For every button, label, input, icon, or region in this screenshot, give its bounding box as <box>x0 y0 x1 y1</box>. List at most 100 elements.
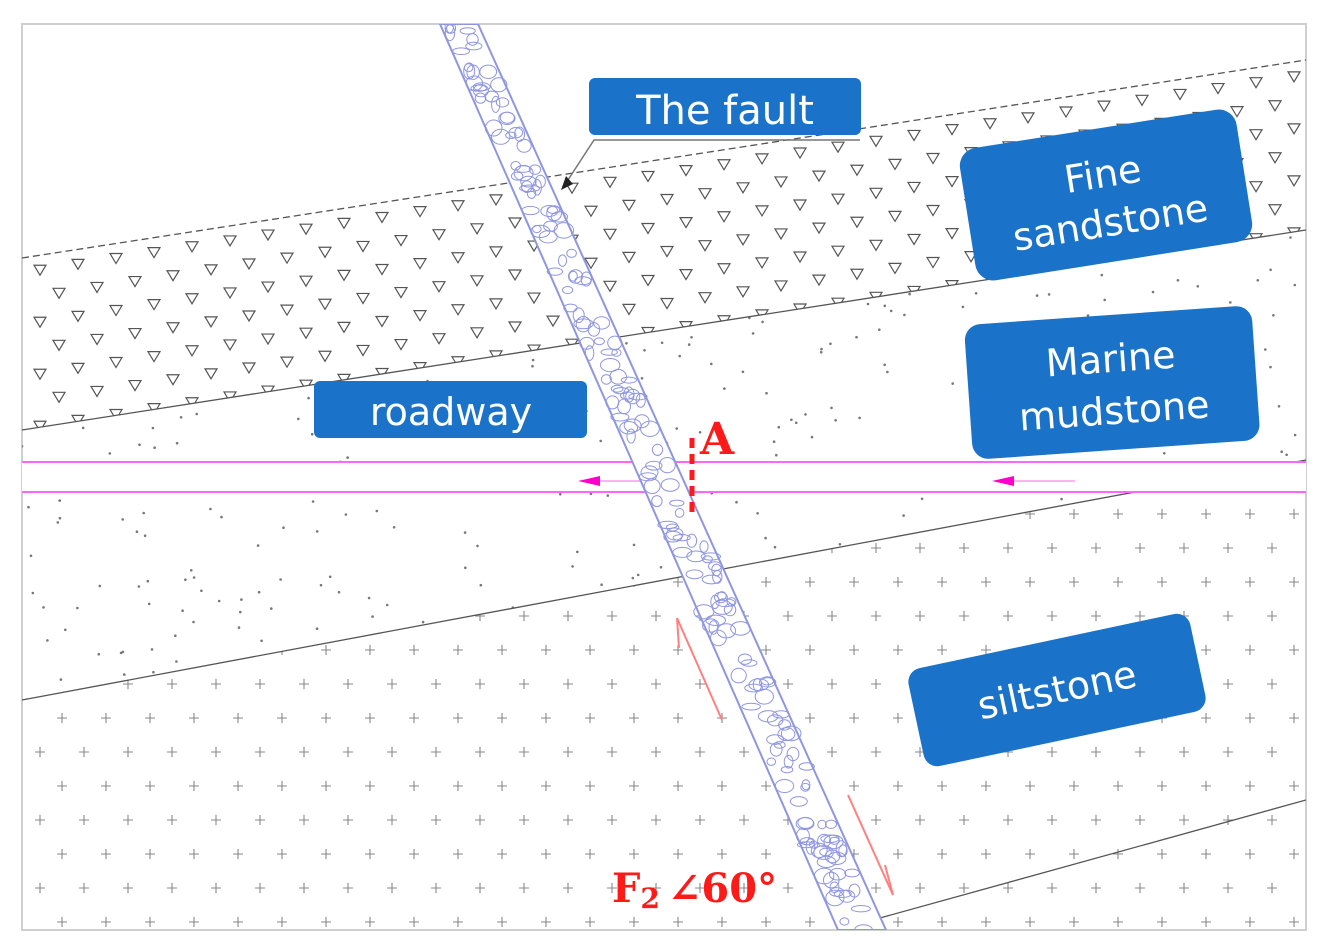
sandstone-triangle-symbol <box>887 210 903 223</box>
mudstone-dot-symbol <box>625 342 628 345</box>
siltstone-cross-symbol <box>475 883 485 893</box>
sandstone-triangle-symbol <box>1286 71 1302 84</box>
sandstone-triangle-symbol <box>640 170 656 183</box>
mudstone-dot-symbol <box>794 421 798 425</box>
sandstone-triangle-symbol <box>1172 88 1188 101</box>
siltstone-cross-symbol <box>1223 815 1233 825</box>
siltstone-cross-symbol <box>387 815 397 825</box>
siltstone-cross-symbol <box>849 781 859 791</box>
fault-breccia-fragment <box>579 336 595 350</box>
mudstone-dot-symbol <box>920 497 924 501</box>
mudstone-dot-symbol <box>217 599 221 603</box>
sandstone-triangle-symbol <box>374 315 390 328</box>
siltstone-cross-symbol <box>365 849 375 859</box>
siltstone-cross-symbol <box>959 883 969 893</box>
fault-breccia-fragment <box>708 561 722 572</box>
siltstone-cross-symbol <box>453 849 463 859</box>
sandstone-triangle-symbol <box>108 356 124 369</box>
siltstone-cross-symbol <box>189 849 199 859</box>
siltstone-cross-symbol <box>783 883 793 893</box>
fault-breccia-fragment <box>495 97 510 108</box>
siltstone-cross-symbol <box>1135 611 1145 621</box>
siltstone-cross-symbol <box>1003 611 1013 621</box>
fault-breccia-fragment <box>638 472 657 482</box>
siltstone-cross-symbol <box>541 713 551 723</box>
sandstone-triangle-symbol <box>89 281 105 294</box>
sandstone-triangle-symbol <box>944 227 960 240</box>
mudstone-dot-symbol <box>1269 365 1272 369</box>
sandstone-triangle-symbol <box>431 333 447 345</box>
siltstone-cross-symbol <box>1157 849 1167 859</box>
siltstone-cross-symbol <box>871 815 881 825</box>
mudstone-dot-symbol <box>174 634 177 637</box>
sandstone-triangle-symbol <box>1248 181 1264 193</box>
label-marine-mudstone-line1: Marine <box>1044 333 1176 386</box>
fault-breccia-fragment <box>528 164 542 175</box>
siltstone-cross-symbol <box>1091 883 1101 893</box>
siltstone-cross-symbol <box>761 849 771 859</box>
fault-breccia-fragment <box>470 84 487 92</box>
siltstone-cross-symbol <box>1047 543 1057 553</box>
siltstone-cross-symbol <box>651 679 661 689</box>
fault-breccia-fragment <box>766 734 784 745</box>
fault-breccia-fragment <box>828 836 840 845</box>
fault-breccia-fragment <box>685 569 704 580</box>
mudstone-dot-symbol <box>31 591 35 595</box>
siltstone-cross-symbol <box>981 781 991 791</box>
sandstone-triangle-symbol <box>830 245 846 258</box>
fault-breccia-fragment <box>774 779 795 793</box>
mudstone-dot-symbol <box>1196 285 1200 288</box>
mudstone-dot-symbol <box>150 648 154 651</box>
siltstone-cross-symbol <box>1201 509 1211 519</box>
mudstone-dot-symbol <box>476 544 479 548</box>
siltstone-cross-symbol <box>1157 781 1167 791</box>
fault-breccia-fragment <box>510 171 524 181</box>
siltstone-cross-symbol <box>57 917 67 927</box>
siltstone-cross-symbol <box>959 611 969 621</box>
mudstone-dot-symbol <box>1285 453 1288 457</box>
siltstone-cross-symbol <box>673 713 683 723</box>
label-the-fault: The fault <box>589 78 861 135</box>
mudstone-dot-symbol <box>690 336 693 339</box>
mudstone-dot-symbol <box>790 418 793 422</box>
mudstone-dot-symbol <box>27 505 30 509</box>
siltstone-cross-symbol <box>189 781 199 791</box>
sandstone-triangle-symbol <box>507 217 523 230</box>
fault-breccia-fill <box>444 24 873 930</box>
siltstone-cross-symbol <box>233 917 243 927</box>
siltstone-cross-symbol <box>915 883 925 893</box>
mudstone-dot-symbol <box>1256 279 1260 282</box>
siltstone-cross-symbol <box>673 849 683 859</box>
siltstone-cross-symbol <box>673 577 683 587</box>
sandstone-triangle-symbol <box>906 129 922 142</box>
sandstone-triangle-symbol <box>697 240 713 252</box>
fault-breccia-fragment <box>797 816 814 829</box>
fault-breccia-fragment <box>760 676 775 686</box>
mudstone-dot-symbol <box>765 391 768 395</box>
mudstone-dot-symbol <box>675 427 678 430</box>
mudstone-dot-symbol <box>192 576 196 579</box>
siltstone-cross-symbol <box>849 645 859 655</box>
fault-breccia-fragment <box>839 917 850 926</box>
fault-breccia-fragment <box>600 374 612 385</box>
siltstone-cross-symbol <box>1267 883 1277 893</box>
siltstone-cross-symbol <box>299 747 309 757</box>
fault-breccia-fragment <box>465 75 484 92</box>
fault-breccia-fragment <box>741 702 761 711</box>
sandstone-triangle-symbol <box>792 147 808 160</box>
fault-breccia-fragment <box>625 388 641 405</box>
mudstone-dot-symbol <box>804 413 807 416</box>
siltstone-cross-symbol <box>1201 713 1211 723</box>
siltstone-cross-symbol <box>915 543 925 553</box>
fault-breccia-fragment <box>645 460 663 471</box>
fault-breccia-fragment <box>490 77 508 93</box>
fault-breccia-fragment <box>699 540 709 553</box>
fault-breccia-fragment <box>813 867 835 885</box>
sandstone-triangle-symbol <box>1286 175 1302 188</box>
siltstone-cross-symbol <box>871 543 881 553</box>
fault-zone <box>438 24 888 930</box>
sandstone-triangle-symbol <box>868 187 884 200</box>
mudstone-dot-symbol <box>660 341 664 345</box>
sandstone-triangle-symbol <box>621 303 637 316</box>
fault-breccia-fragment <box>626 428 636 444</box>
